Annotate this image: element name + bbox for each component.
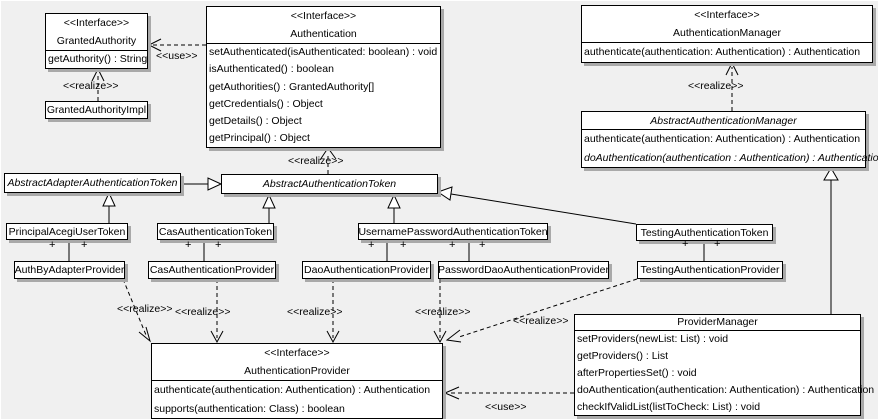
edge-label-realize: <<realize>>	[513, 315, 569, 327]
method: afterPropertiesSet() : void	[577, 367, 697, 379]
edge-gen-principalacegiusertoken	[102, 191, 116, 223]
method: doAuthentication(authentication: Authent…	[577, 384, 875, 396]
stereotype: <<Interface>>	[264, 347, 330, 359]
edge-label-use: <<use>>	[156, 50, 198, 62]
class-abstract-adapter-authentication-token[interactable]: AbstractAdapterAuthenticationToken	[4, 173, 181, 193]
stereotype: <<Interface>>	[63, 17, 130, 29]
class-name: AuthByAdapterProvider	[14, 264, 125, 276]
edge-label-realize: <<realize>>	[63, 80, 119, 92]
class-name: ProviderManager	[677, 316, 758, 328]
edge-realize-testingauthenticationprovider	[445, 278, 638, 343]
method: getAuthority() : String	[48, 53, 148, 65]
class-name: PrincipalAcegiUserToken	[8, 225, 126, 238]
class-name: PasswordDaoAuthenticationProvider	[438, 264, 610, 276]
edge-realize-authbyadapterprovider	[122, 278, 151, 343]
class-name: AuthenticationManager	[673, 27, 781, 39]
method: getAuthorities() : GrantedAuthority[]	[209, 80, 375, 93]
class-dao-authentication-provider[interactable]: DaoAuthenticationProvider	[302, 261, 431, 279]
class-name: TestingAuthenticationProvider	[640, 264, 780, 276]
class-name: GrantedAuthority	[56, 35, 137, 47]
association-plus-marker: +	[400, 239, 407, 251]
edge-realize-daoauthenticationprovider	[326, 279, 340, 344]
method: supports(authentication: Class) : boolea…	[154, 403, 345, 415]
association-plus-marker: +	[449, 239, 456, 251]
edge-gen-abstractadaptertoken-abstracttoken	[181, 177, 223, 191]
edge-realize-abstractauthenticationtoken-authentication	[319, 147, 337, 174]
method: getProviders() : List	[577, 350, 669, 362]
edge-use-providermanager-authenticationprovider	[443, 386, 574, 400]
method: authenticate(authentication: Authenticat…	[154, 384, 431, 396]
stereotype: <<Interface>>	[290, 10, 357, 22]
class-name: GrantedAuthorityImpl	[46, 104, 147, 116]
class-password-dao-authentication-provider[interactable]: PasswordDaoAuthenticationProvider	[438, 261, 609, 279]
edge-realize-abstractauthenticationmanager-authenticationmanager	[725, 61, 739, 111]
class-name: CasAuthenticationProvider	[149, 264, 275, 276]
edge-label-use: <<use>>	[485, 401, 527, 413]
method: getDetails() : Object	[209, 115, 302, 128]
edge-realize-casauthenticationprovider	[210, 279, 224, 344]
class-name: AbstractAuthenticationToken	[262, 178, 397, 190]
class-principal-acegi-user-token[interactable]: PrincipalAcegiUserToken	[6, 223, 128, 240]
association-plus-marker: +	[185, 239, 192, 251]
association-plus-marker: +	[81, 239, 88, 251]
class-name: DaoAuthenticationProvider	[304, 264, 429, 276]
class-authentication-manager[interactable]: <<Interface>> AuthenticationManager auth…	[581, 5, 873, 63]
edge-use-authentication-grantedauthority	[147, 38, 206, 52]
method: authenticate(authentication: Authenticat…	[584, 133, 861, 145]
edge-label-realize: <<realize>>	[288, 155, 344, 167]
association-plus-marker: +	[682, 238, 689, 250]
method: getPrincipal() : Object	[209, 132, 310, 145]
class-name: AbstractAuthenticationManager	[650, 115, 797, 127]
class-abstract-authentication-manager[interactable]: AbstractAuthenticationManager authentica…	[581, 111, 878, 168]
edge-label-realize: <<realize>>	[175, 306, 231, 318]
stereotype: <<Interface>>	[694, 9, 760, 21]
method: doAuthentication(authentication : Authen…	[584, 152, 878, 164]
class-cas-authentication-provider[interactable]: CasAuthenticationProvider	[148, 261, 276, 279]
class-name: Authentication	[290, 28, 357, 40]
class-username-password-authentication-token[interactable]: UsernamePasswordAuthenticationToken	[358, 223, 548, 240]
class-abstract-authentication-token[interactable]: AbstractAuthenticationToken	[221, 174, 438, 194]
edge-realize-grantedauthorityimpl-grantedauthority	[91, 67, 105, 101]
edge-label-realize: <<realize>>	[688, 80, 744, 92]
class-cas-authentication-token[interactable]: CasAuthenticationToken	[157, 223, 274, 240]
association-plus-marker: +	[215, 239, 222, 251]
association-plus-marker: +	[714, 238, 721, 250]
class-auth-by-adapter-provider[interactable]: AuthByAdapterProvider	[14, 261, 125, 279]
edge-realize-passworddaoauthenticationprovider	[433, 279, 447, 344]
method: isAuthenticated() : boolean	[209, 63, 334, 76]
method: getCredentials() : Object	[209, 97, 323, 110]
class-name: UsernamePasswordAuthenticationToken	[358, 225, 548, 238]
class-name: TestingAuthenticationToken	[640, 226, 769, 239]
class-authentication-provider[interactable]: <<Interface>> AuthenticationProvider aut…	[151, 343, 443, 419]
method: checkIfValidList(listToCheck: List) : vo…	[577, 401, 761, 413]
class-authentication[interactable]: <<Interface>> Authentication setAuthenti…	[206, 6, 441, 148]
edge-label-realize: <<realize>>	[415, 306, 471, 318]
class-name: CasAuthenticationToken	[158, 225, 273, 238]
class-testing-authentication-provider[interactable]: TestingAuthenticationProvider	[637, 261, 783, 279]
edge-label-realize: <<realize>>	[117, 303, 173, 315]
class-provider-manager[interactable]: ProviderManager setProviders(newList: Li…	[574, 314, 875, 416]
class-granted-authority-impl[interactable]: GrantedAuthorityImpl	[45, 101, 148, 119]
association-plus-marker: +	[49, 239, 56, 251]
association-plus-marker: +	[479, 239, 486, 251]
edge-label-realize: <<realize>>	[287, 306, 343, 318]
method: authenticate(authentication: Authenticat…	[584, 46, 861, 58]
class-name: AbstractAdapterAuthenticationToken	[7, 177, 178, 189]
association-plus-marker: +	[368, 239, 375, 251]
edge-gen-testingauthenticationtoken	[436, 186, 637, 225]
edge-gen-usernamepasswordtoken	[387, 193, 401, 223]
edge-gen-casauthenticationtoken	[262, 193, 276, 223]
class-testing-authentication-token[interactable]: TestingAuthenticationToken	[636, 224, 773, 241]
method: setProviders(newList: List) : void	[577, 333, 729, 345]
method: setAuthenticated(isAuthenticated: boolea…	[209, 46, 438, 58]
class-name: AuthenticationProvider	[244, 365, 350, 377]
class-granted-authority[interactable]: <<Interface>> GrantedAuthority getAuthor…	[45, 13, 148, 69]
edge-gen-providermanager	[823, 167, 839, 314]
